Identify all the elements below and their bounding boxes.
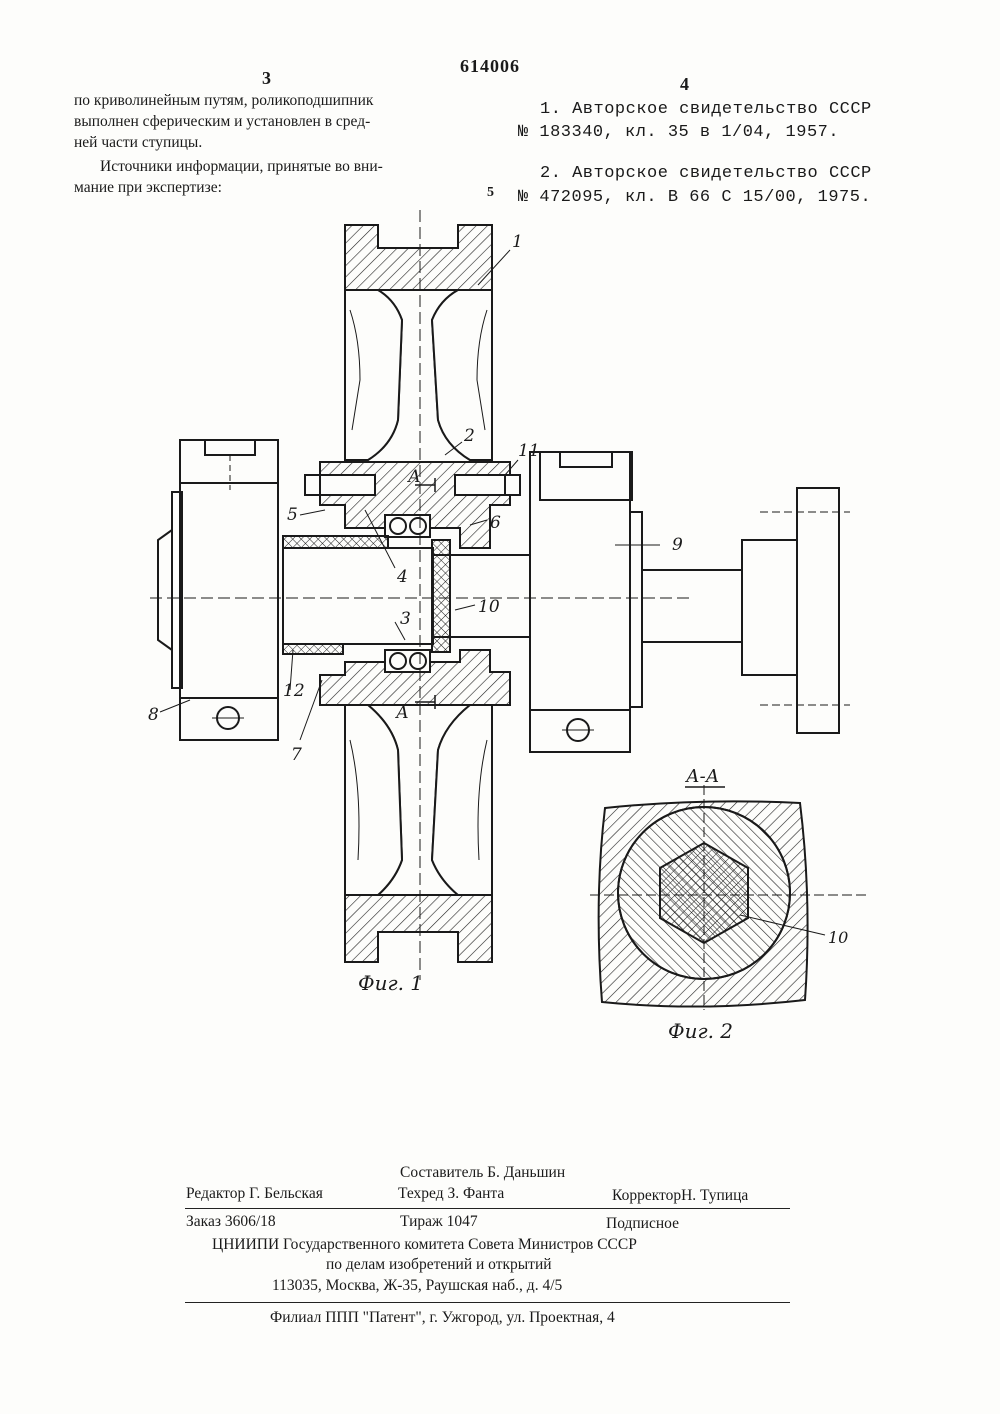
left-column-number: 3 [262,68,271,88]
label-11: 11 [518,441,540,461]
left-text-line-4: Источники информации, принятые во вни- [100,158,383,175]
imprint-org-line-2: по делам изобретений и открытий [326,1256,552,1273]
imprint-order: Заказ 3606/18 [186,1213,276,1230]
figure-1-caption: Фиг. 1 [358,971,423,995]
label-5: 5 [287,505,298,525]
label-3: 3 [400,609,411,629]
imprint-rule-bottom [185,1302,790,1303]
figure-2-title: А-А [684,766,719,787]
label-10: 10 [478,597,500,617]
left-text-line-2: выполнен сферическим и установлен в сред… [74,113,371,130]
imprint-circulation: Тираж 1047 [400,1213,478,1230]
reference-1-line-2: № 183340, кл. 35 в 1/04, 1957. [518,123,840,142]
imprint-techred: Техред З. Фанта [398,1185,505,1202]
label-9: 9 [672,535,683,555]
technical-drawing: 1 2 3 4 5 6 7 8 9 10 11 12 А А Фиг. 1 А-… [148,210,870,1043]
imprint-editor: Редактор Г. Бельская [186,1185,323,1202]
reference-2-line-1: 2. Авторское свидетельство СССР [540,164,872,183]
reference-2-line-2: № 472095, кл. В 66 С 15/00, 1975. [518,188,872,207]
figure-1-labels: 1 2 3 4 5 6 7 8 9 10 11 12 А А Фиг. 1 [148,232,683,995]
label-1: 1 [512,232,523,252]
reference-1-line-1: 1. Авторское свидетельство СССР [540,100,872,119]
imprint-branch: Филиал ППП "Патент", г. Ужгород, ул. Про… [270,1309,615,1326]
right-column-number: 4 [680,74,689,94]
label-7: 7 [291,745,302,765]
label-12: 12 [283,681,305,701]
left-text-line-1: по криволинейным путям, роликоподшипник [74,92,374,109]
section-mark-bottom: А [395,703,409,723]
figure-2 [590,785,870,1010]
imprint-address: 113035, Москва, Ж-35, Раушская наб., д. … [272,1277,563,1294]
figure-1 [150,210,850,980]
imprint-subscription: Подписное [606,1215,679,1232]
imprint-compiler: Составитель Б. Даньшин [400,1164,566,1181]
patent-number: 614006 [460,56,520,76]
label-6: 6 [490,513,501,533]
figure-2-label-10: 10 [828,928,848,947]
imprint-org-line-1: ЦНИИПИ Государственного комитета Совета … [212,1236,637,1253]
left-text-line-3: ней части ступицы. [74,134,203,151]
section-mark-top: А [407,467,421,487]
imprint-corrector: КорректорН. Тупица [612,1187,749,1204]
label-4: 4 [396,567,408,587]
left-text-line-5: мание при экспертизе: [74,179,222,196]
label-8: 8 [148,705,159,725]
line-marker: 5 [487,185,494,200]
label-2: 2 [463,426,475,446]
figure-2-labels: А-А 10 Фиг. 2 [668,766,848,1043]
imprint-rule-top [185,1208,790,1209]
figure-2-caption: Фиг. 2 [668,1019,733,1043]
